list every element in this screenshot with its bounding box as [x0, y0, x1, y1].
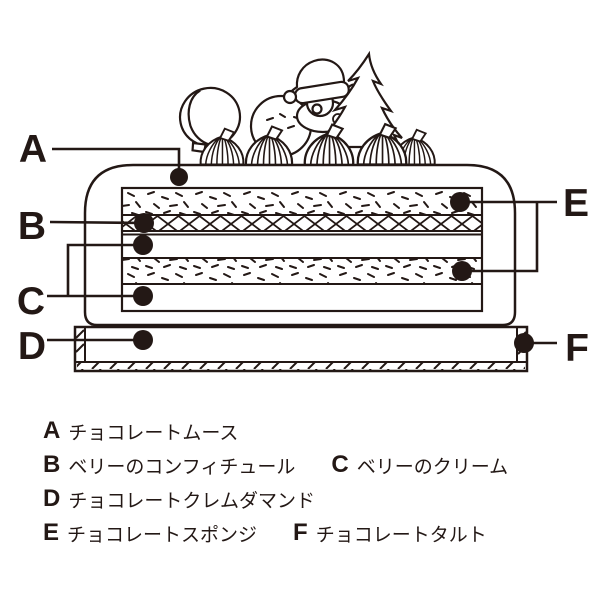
- legend-text: チョコレートクレムダマンド: [68, 490, 315, 512]
- dot-c2: [133, 286, 153, 306]
- legend-letter: E: [43, 519, 60, 546]
- callout-letter-d: D: [18, 325, 46, 368]
- layer-sponge-top: [123, 189, 481, 215]
- legend-item-a: A チョコレートムース: [43, 418, 238, 445]
- legend-item-d: D チョコレートクレムダマンド: [43, 486, 315, 513]
- layer-stack: [120, 186, 484, 313]
- dot-c1: [133, 235, 153, 255]
- dot-e2: [452, 261, 472, 281]
- legend-text: チョコレートムース: [68, 422, 239, 444]
- legend-item-e: E チョコレートスポンジ: [43, 520, 257, 547]
- dot-b: [134, 213, 154, 233]
- callout-letter-b: B: [18, 205, 46, 248]
- legend-text: チョコレートスポンジ: [67, 524, 258, 546]
- callout-letter-c: C: [17, 280, 45, 323]
- leader-line-b: [49, 220, 145, 225]
- legend-letter: C: [331, 451, 349, 478]
- tart-bottom-hatch: [77, 362, 525, 370]
- legend-text: ベリーのクリーム: [356, 456, 509, 478]
- legend-text: ベリーのコンフィチュール: [68, 456, 296, 478]
- legend-row: D チョコレートクレムダマンド: [43, 482, 508, 516]
- dot-a: [170, 168, 188, 186]
- legend-item-f: F チョコレートタルト: [293, 520, 487, 547]
- dot-e1: [450, 192, 470, 212]
- leader-line-c: [47, 243, 143, 298]
- dot-f: [514, 333, 534, 353]
- legend-letter: D: [43, 485, 61, 512]
- legend-letter: F: [293, 519, 308, 546]
- callout-letter-a: A: [19, 128, 47, 171]
- legend-row: E チョコレートスポンジ F チョコレートタルト: [43, 516, 508, 550]
- legend-item-c: C ベリーのクリーム: [331, 452, 508, 479]
- legend-item-b: B ベリーのコンフィチュール: [43, 452, 295, 479]
- dot-d: [133, 330, 153, 350]
- cake-top-decorations: [178, 50, 436, 167]
- legend-row: B ベリーのコンフィチュール C ベリーのクリーム: [43, 448, 508, 482]
- leader-line-e: [460, 200, 557, 273]
- callout-dots: [133, 168, 534, 353]
- legend-text: チョコレートタルト: [315, 524, 487, 546]
- legend: A チョコレートムース B ベリーのコンフィチュール C ベリーのクリーム D …: [43, 414, 508, 550]
- legend-row: A チョコレートムース: [43, 414, 508, 448]
- callout-letter-e: E: [563, 182, 589, 225]
- tart-base: [73, 325, 529, 373]
- cake-diagram: A B C D E F: [17, 50, 589, 373]
- layer-confiture-crosshatch: [123, 215, 481, 231]
- layer-sponge-bottom: [123, 258, 481, 284]
- callout-letter-f: F: [565, 327, 589, 370]
- leader-line-a: [52, 147, 181, 176]
- legend-letter: B: [43, 451, 61, 478]
- legend-letter: A: [43, 417, 61, 444]
